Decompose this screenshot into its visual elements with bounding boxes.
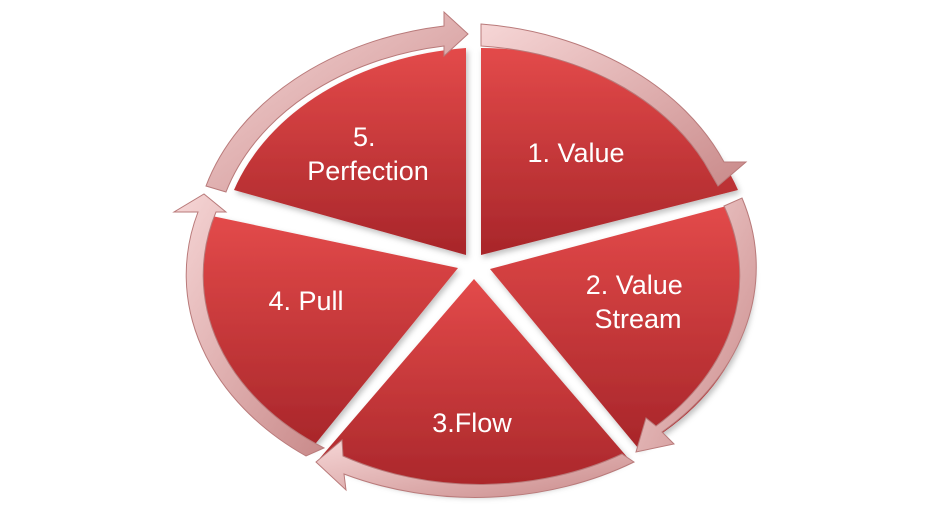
- label-value-stream: 2. Value Stream: [586, 270, 691, 334]
- segment-value-stream: [490, 204, 753, 448]
- label-flow: 3.Flow: [432, 408, 512, 438]
- label-flow-line-1: 3.Flow: [432, 408, 512, 438]
- cycle-arrow-value-to-value-stream: [480, 23, 748, 187]
- label-value: 1. Value: [527, 138, 624, 168]
- segment-pull: [199, 216, 458, 448]
- label-pull: 4. Pull: [268, 286, 343, 316]
- cycle-arrow-perfection-to-value: [205, 10, 469, 193]
- label-value-line-1: 1. Value: [527, 138, 624, 168]
- label-perfection-line-1: 5.: [353, 122, 376, 152]
- segment-flow: [320, 279, 628, 495]
- cycle-arrow-pull-to-perfection: [172, 193, 326, 457]
- cycle-arrow-flow-to-pull: [315, 438, 636, 498]
- label-perfection-line-2: Perfection: [307, 156, 429, 186]
- label-pull-line-1: 4. Pull: [268, 286, 343, 316]
- label-value-stream-line-1: 2. Value: [586, 270, 683, 300]
- label-perfection: 5. Perfection: [307, 122, 429, 186]
- segment-value: [481, 48, 738, 255]
- cycle-arrow-value-stream-to-flow: [635, 197, 757, 453]
- segment-perfection: [234, 48, 466, 255]
- label-value-stream-line-2: Stream: [594, 304, 681, 334]
